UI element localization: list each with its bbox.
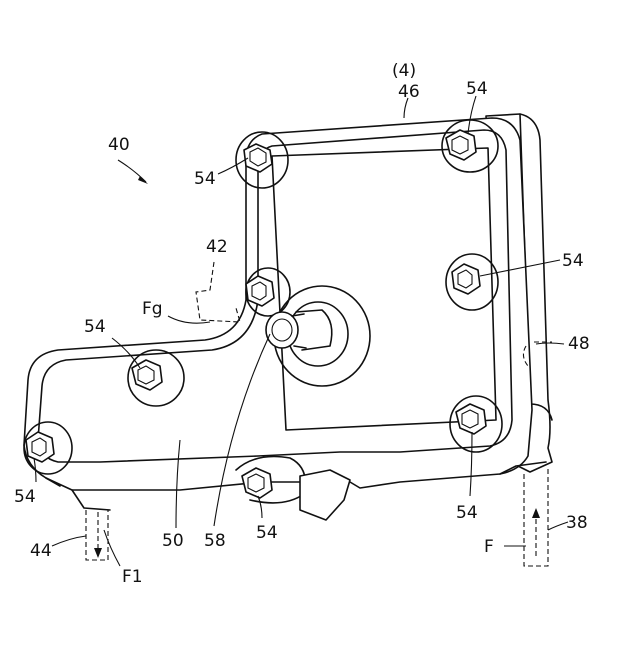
label-force-fg: Fg	[142, 299, 163, 319]
label-plate-50: 50	[162, 531, 184, 551]
housing-body	[24, 114, 552, 510]
pin-58	[266, 312, 298, 348]
label-member-48: 48	[568, 334, 590, 354]
label-pin-58: 58	[204, 531, 226, 551]
label-assembly-40: 40	[108, 135, 130, 155]
label-bolt-top-left: 54	[194, 169, 216, 189]
label-bolt-bottom-right: 54	[456, 503, 478, 523]
bottom-lug	[300, 470, 350, 520]
bolt-right-middle	[452, 264, 480, 294]
label-member-42: 42	[206, 237, 228, 257]
label-bolt-right: 54	[562, 251, 584, 271]
label-bolt-far-left: 54	[14, 487, 36, 507]
label-view: (4)	[392, 61, 416, 81]
label-bolt-bottom-center: 54	[256, 523, 278, 543]
label-member-44: 44	[30, 541, 52, 561]
label-bolt-center-left: 54	[84, 317, 106, 337]
label-member-38: 38	[566, 513, 588, 533]
bolt-inner	[246, 276, 274, 306]
bolt-far-left	[26, 432, 54, 462]
label-force-f1: F1	[122, 567, 143, 587]
label-force-f: F	[484, 537, 494, 557]
member-42-outline	[196, 262, 240, 322]
label-bolt-top-right: 54	[466, 79, 488, 99]
label-cover-46: 46	[398, 82, 420, 102]
